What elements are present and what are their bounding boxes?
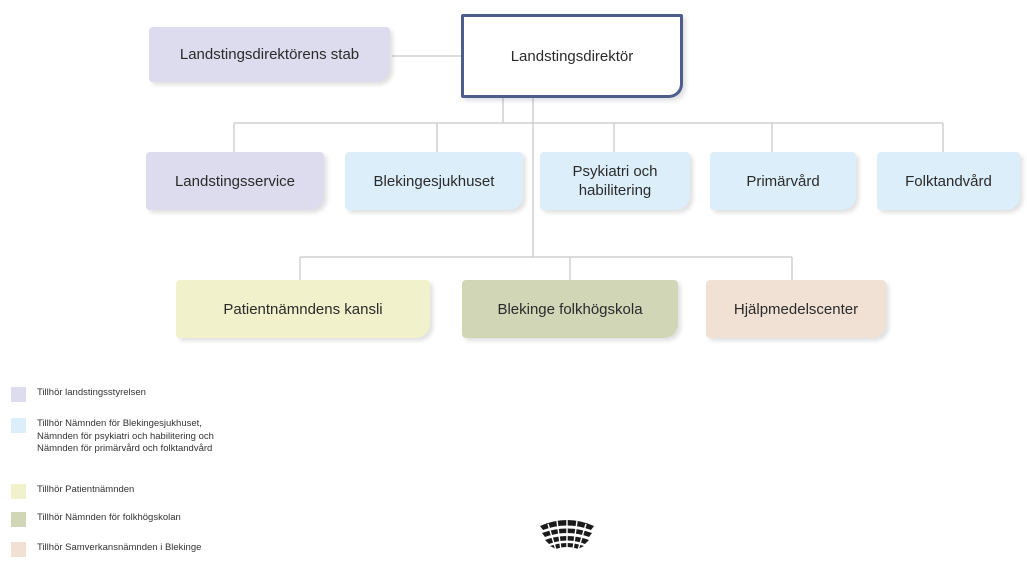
unit-box-blekingesjukhuset: Blekingesjukhuset xyxy=(345,152,523,210)
legend-label: Tillhör Nämnden för folkhögskolan xyxy=(37,512,181,523)
legend-label: Tillhör landstingsstyrelsen xyxy=(37,387,146,398)
legend-label: Tillhör Samverkansnämnden i Blekinge xyxy=(37,542,202,553)
legend-item-folkhogskolan: Tillhör Nämnden för folkhögskolan xyxy=(11,512,181,527)
legend-item-samverkan: Tillhör Samverkansnämnden i Blekinge xyxy=(11,542,201,557)
legend-item-patientnamnden: Tillhör Patientnämnden xyxy=(11,484,134,499)
unit-box-hjalpmedelscenter: Hjälpmedelscenter xyxy=(706,280,886,338)
unit-label: Blekingesjukhuset xyxy=(373,172,495,190)
staff-box: Landstingsdirektörens stab xyxy=(149,27,390,82)
unit-label: Primärvård xyxy=(746,172,820,190)
unit-label: Landstingsservice xyxy=(174,172,296,190)
unit-box-patientnamndens-kansli: Patientnämndens kansli xyxy=(176,280,430,338)
legend-swatch xyxy=(11,512,26,527)
legend-item-namnder: Tillhör Nämnden för Blekingesjukhuset, N… xyxy=(11,418,214,456)
unit-label: Patientnämndens kansli xyxy=(223,300,383,318)
unit-label: Hjälpmedelscenter xyxy=(733,300,859,318)
unit-box-landstingsservice: Landstingsservice xyxy=(146,152,324,210)
staff-label: Landstingsdirektörens stab xyxy=(179,46,360,63)
unit-label: Psykiatri och habilitering xyxy=(572,163,658,199)
legend-swatch xyxy=(11,542,26,557)
legend-label: Tillhör Patientnämnden xyxy=(37,484,135,495)
legend-swatch xyxy=(11,484,26,499)
legend-label: Tillhör Nämnden för Blekingesjukhuset, N… xyxy=(37,418,214,454)
unit-label: Folktandvård xyxy=(905,172,992,190)
legend-swatch xyxy=(11,418,26,433)
unit-box-folktandvard: Folktandvård xyxy=(877,152,1020,210)
blekinge-crown-logo-icon xyxy=(540,520,594,550)
unit-label: Blekinge folkhögskola xyxy=(497,300,643,318)
unit-box-blekinge-folkhogskola: Blekinge folkhögskola xyxy=(462,280,678,338)
director-label: Landstingsdirektör xyxy=(510,47,634,65)
legend-item-landstingsstyrelsen: Tillhör landstingsstyrelsen xyxy=(11,387,146,402)
unit-box-psykiatri: Psykiatri och habilitering xyxy=(540,152,690,210)
director-box: Landstingsdirektör xyxy=(461,14,683,98)
unit-box-primarvard: Primärvård xyxy=(710,152,856,210)
legend-swatch xyxy=(11,387,26,402)
